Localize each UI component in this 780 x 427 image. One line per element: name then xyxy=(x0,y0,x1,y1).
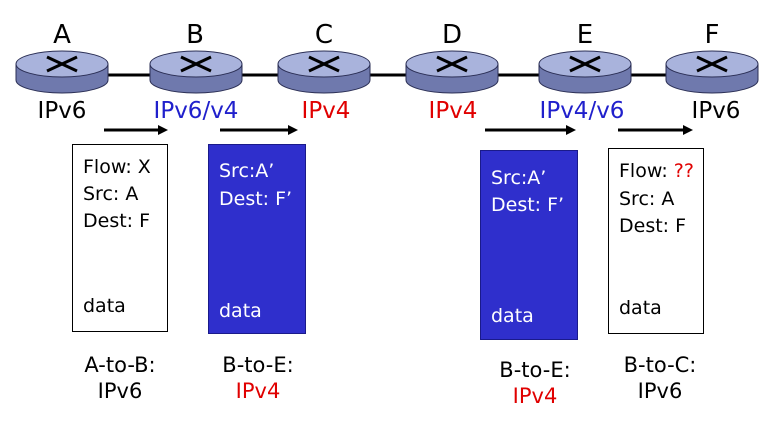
routers xyxy=(15,50,759,94)
packet-ipv4-tunnel-b-to-e: Src:A’ Dest: F’ data xyxy=(208,144,306,334)
src-field: Src: A xyxy=(83,183,139,205)
arrow-e-f xyxy=(618,125,693,135)
caption-protocol: IPv4 xyxy=(512,384,558,409)
dest-field: Dest: F xyxy=(619,215,687,237)
caption-b-to-c: B-to-C: IPv6 xyxy=(624,352,697,405)
src-field: Src:A’ xyxy=(491,167,547,189)
router-icon-f xyxy=(665,50,759,94)
node-protocol-e: IPv4/v6 xyxy=(539,98,625,124)
dest-field: Dest: F’ xyxy=(491,194,565,216)
flow-field: Flow: ?? xyxy=(619,162,694,181)
payload-field: data xyxy=(83,295,126,317)
caption-hop: A-to-B: xyxy=(84,353,156,377)
arrow-a-b xyxy=(104,125,168,135)
caption-hop: B-to-E: xyxy=(222,353,294,377)
payload-field: data xyxy=(219,300,262,322)
packet-ipv6-b-to-c: Flow: ?? Src: A Dest: F data xyxy=(608,148,704,334)
caption-hop: B-to-E: xyxy=(499,358,571,382)
src-field: Src:A’ xyxy=(219,160,275,182)
caption-b-to-e-2: B-to-E: IPv4 xyxy=(499,357,570,410)
caption-protocol: IPv6 xyxy=(97,379,143,404)
packet-ipv4-tunnel-b-to-e-2: Src:A’ Dest: F’ data xyxy=(480,150,578,340)
caption-b-to-e: B-to-E: IPv4 xyxy=(222,352,293,405)
payload-field: data xyxy=(619,297,662,319)
node-label-f: F xyxy=(704,20,720,50)
router-icon-d xyxy=(405,50,499,94)
dest-field: Dest: F’ xyxy=(219,188,293,210)
router-icon-b xyxy=(149,50,243,94)
node-label-e: E xyxy=(576,20,594,50)
router-icon-c xyxy=(277,50,371,94)
caption-protocol: IPv4 xyxy=(235,379,281,404)
dest-field: Dest: F xyxy=(83,210,151,232)
node-protocol-f: IPv6 xyxy=(691,98,741,124)
flow-label: Flow: xyxy=(619,160,674,182)
caption-a-to-b: A-to-B: IPv6 xyxy=(84,352,155,405)
node-label-c: C xyxy=(314,20,334,50)
flow-value: X xyxy=(137,156,151,178)
node-label-a: A xyxy=(53,20,71,50)
packet-ipv6-a-to-b: Flow: X Src: A Dest: F data xyxy=(72,144,168,332)
router-icon-e xyxy=(538,50,632,94)
flow-label: Flow: xyxy=(83,156,138,178)
node-label-d: D xyxy=(441,20,463,50)
arrow-b-c xyxy=(220,125,298,135)
flow-value: ?? xyxy=(673,160,694,182)
node-protocol-c: IPv4 xyxy=(301,98,351,124)
arrows xyxy=(104,125,693,135)
caption-protocol: IPv6 xyxy=(637,379,683,404)
router-icon-a xyxy=(15,50,109,94)
node-label-b: B xyxy=(186,20,204,50)
node-protocol-a: IPv6 xyxy=(37,98,87,124)
arrow-d-e xyxy=(485,125,576,135)
payload-field: data xyxy=(491,305,534,327)
flow-field: Flow: X xyxy=(83,158,151,177)
src-field: Src: A xyxy=(619,188,675,210)
node-protocol-b: IPv6/v4 xyxy=(153,98,239,124)
caption-hop: B-to-C: xyxy=(623,353,697,377)
node-protocol-d: IPv4 xyxy=(428,98,478,124)
